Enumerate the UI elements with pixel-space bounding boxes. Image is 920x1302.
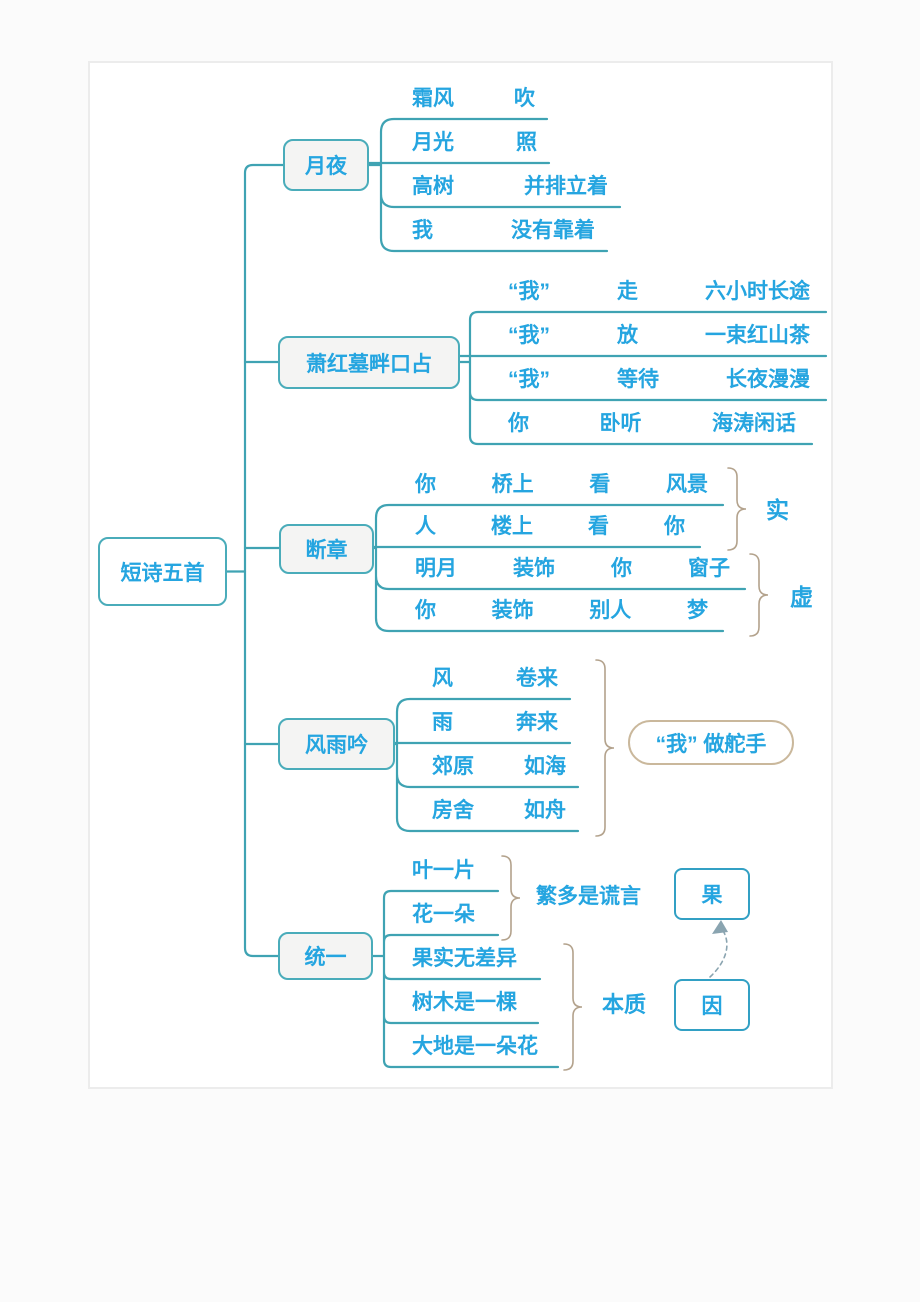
poem-word: 装饰	[513, 557, 555, 580]
poem-word: 海涛闲话	[712, 412, 796, 435]
branch-topic-2[interactable]: 萧红墓畔口占	[278, 336, 460, 389]
poem-word: “我”	[508, 368, 550, 391]
poem-word: 如海	[524, 755, 566, 778]
poem-line-row[interactable]: 风 卷来	[432, 666, 558, 692]
brace-label[interactable]: 虚	[790, 584, 813, 610]
poem-line-row[interactable]: 房舍 如舟	[432, 798, 566, 824]
poem-word: 桥上	[491, 473, 534, 496]
grouping-brace	[595, 659, 615, 837]
root-topic[interactable]: 短诗五首	[98, 537, 227, 606]
poem-line-row[interactable]: 明月 装饰 你 窗子	[415, 556, 730, 582]
poem-word: 果实无差异	[412, 947, 517, 970]
poem-line-row[interactable]: 我 没有靠着	[412, 218, 595, 244]
poem-word: 看	[589, 473, 611, 496]
brace-label[interactable]: 实	[766, 497, 789, 523]
poem-word: 照	[516, 131, 537, 154]
arrowhead-icon	[712, 920, 728, 934]
brace-label[interactable]: 繁多是谎言	[536, 885, 641, 908]
poem-word: 你	[508, 412, 529, 435]
poem-word: “我”	[508, 280, 550, 303]
poem-word: 长夜漫漫	[726, 368, 810, 391]
branch-connectors	[367, 117, 622, 253]
poem-word: 你	[415, 599, 436, 622]
poem-line-row[interactable]: 郊原 如海	[432, 754, 566, 780]
branch-topic-5[interactable]: 统一	[278, 932, 373, 980]
branch-topic-3[interactable]: 断章	[279, 524, 374, 574]
poem-line-row[interactable]: 树木是一棵	[412, 990, 538, 1016]
helmsman-callout[interactable]: “我” 做舵手	[628, 720, 794, 765]
poem-word: 我	[412, 219, 433, 242]
poem-word: 你	[664, 515, 685, 538]
grouping-brace	[501, 855, 521, 941]
grouping-brace	[749, 553, 769, 637]
poem-line-row[interactable]: “我” 放 一束红山茶	[508, 323, 810, 349]
effect-box[interactable]: 果	[674, 868, 750, 920]
cause-box[interactable]: 因	[674, 979, 750, 1031]
poem-word: 吹	[514, 87, 535, 110]
cause-effect-dashed-arrow	[709, 928, 728, 978]
main-spine	[243, 163, 285, 958]
poem-word: 大地是一朵花	[412, 1035, 538, 1058]
poem-word: 高树	[412, 175, 454, 198]
poem-word: 等待	[617, 368, 659, 391]
poem-line-row[interactable]: 你 桥上 看 风景	[415, 472, 708, 498]
poem-word: 风景	[665, 473, 708, 496]
poem-word: 风	[432, 667, 453, 690]
poem-line-row[interactable]: 雨 奔来	[432, 710, 558, 736]
poem-word: 花一朵	[412, 903, 475, 926]
poem-word: 雨	[432, 711, 453, 734]
poem-word: 树木是一棵	[412, 991, 517, 1014]
poem-word: 人	[415, 515, 436, 538]
poem-word: 你	[415, 473, 436, 496]
poem-word: 装饰	[491, 599, 534, 622]
poem-word: 窗子	[688, 557, 730, 580]
poem-word: 别人	[589, 599, 632, 622]
poem-word: 没有靠着	[511, 219, 595, 242]
poem-word: 放	[617, 324, 638, 347]
poem-word: 楼上	[491, 515, 533, 538]
poem-line-row[interactable]: “我” 等待 长夜漫漫	[508, 367, 810, 393]
poem-word: 你	[611, 557, 632, 580]
poem-word: 霜风	[412, 87, 454, 110]
poem-word: 看	[588, 515, 609, 538]
grouping-brace	[727, 467, 747, 551]
poem-word: 月光	[412, 131, 454, 154]
poem-word: 卷来	[516, 667, 558, 690]
poem-line-row[interactable]: 你 卧听 海涛闲话	[508, 411, 796, 437]
poem-line-row[interactable]: 高树 并排立着	[412, 174, 608, 200]
poem-line-row[interactable]: 霜风 吹	[412, 86, 535, 112]
branch-topic-1[interactable]: 月夜	[283, 139, 369, 191]
poem-word: 六小时长途	[705, 280, 810, 303]
poem-word: “我”	[508, 324, 550, 347]
poem-word: 梦	[686, 599, 708, 622]
poem-line-row[interactable]: 大地是一朵花	[412, 1034, 558, 1060]
poem-word: 一束红山茶	[705, 324, 810, 347]
poem-word: 奔来	[516, 711, 558, 734]
brace-label[interactable]: 本质	[602, 992, 647, 1017]
branch-connectors	[371, 889, 560, 1069]
poem-line-row[interactable]: 花一朵	[412, 902, 498, 928]
poem-word: 明月	[415, 557, 457, 580]
poem-word: 如舟	[524, 799, 566, 822]
poem-word: 郊原	[432, 755, 474, 778]
grouping-brace	[563, 943, 583, 1071]
poem-line-row[interactable]: 人 楼上 看 你	[415, 514, 685, 540]
poem-word: 叶一片	[412, 859, 475, 882]
branch-connectors	[458, 310, 828, 446]
poem-word: 卧听	[599, 412, 642, 435]
poem-line-row[interactable]: 果实无差异	[412, 946, 540, 972]
poem-word: 房舍	[432, 799, 474, 822]
branch-connectors	[393, 697, 580, 833]
poem-line-row[interactable]: “我” 走 六小时长途	[508, 279, 810, 305]
poem-word: 走	[617, 280, 638, 303]
poem-line-row[interactable]: 叶一片	[412, 858, 498, 884]
poem-line-row[interactable]: 你 装饰 别人 梦	[415, 598, 708, 624]
branch-topic-4[interactable]: 风雨吟	[278, 718, 395, 770]
poem-word: 并排立着	[524, 175, 608, 198]
branch-connectors	[372, 503, 747, 633]
poem-line-row[interactable]: 月光 照	[412, 130, 537, 156]
